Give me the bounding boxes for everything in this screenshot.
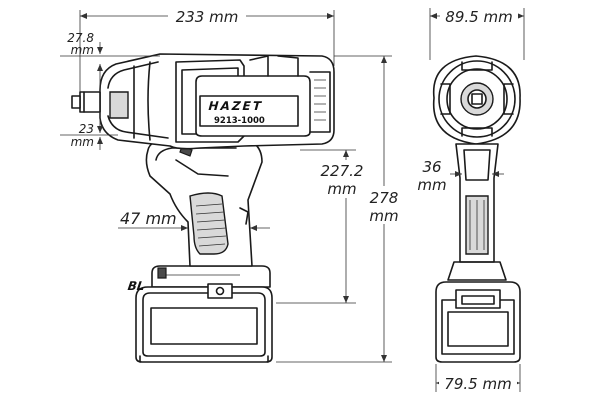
dim-head-top-unit: mm <box>71 43 94 57</box>
front-head <box>432 55 521 145</box>
dim-front-width-base: 79.5 mm <box>444 375 511 393</box>
dim-height-inner-unit: mm <box>327 180 356 198</box>
dim-handle-width-unit: mm <box>417 176 446 194</box>
dim-grip-width: 47 mm <box>120 209 177 228</box>
dim-head-top-value: 27.8 <box>67 31 94 45</box>
brand-label: HAZET <box>208 99 263 113</box>
handle <box>145 137 263 267</box>
front-view: 89.5 mm <box>417 6 525 393</box>
battery-pack: BL <box>127 265 273 363</box>
dim-height-total-value: 278 <box>370 189 399 207</box>
battery-label: BL <box>127 279 146 293</box>
dim-handle-width-value: 36 <box>422 158 441 176</box>
dim-anvil-unit: mm <box>71 135 94 149</box>
front-handle <box>447 143 507 281</box>
dim-total-length: 233 mm <box>176 8 239 26</box>
side-view: BL <box>60 6 404 363</box>
dim-anvil-value: 23 <box>79 122 94 136</box>
model-label: 9213-1000 <box>214 116 265 126</box>
head-housing: HAZET 9213-1000 <box>71 53 335 150</box>
front-battery <box>435 281 521 363</box>
dim-height-inner-value: 227.2 <box>321 162 364 180</box>
dim-front-width-top: 89.5 mm <box>445 8 512 26</box>
dim-height-total-unit: mm <box>369 207 398 225</box>
